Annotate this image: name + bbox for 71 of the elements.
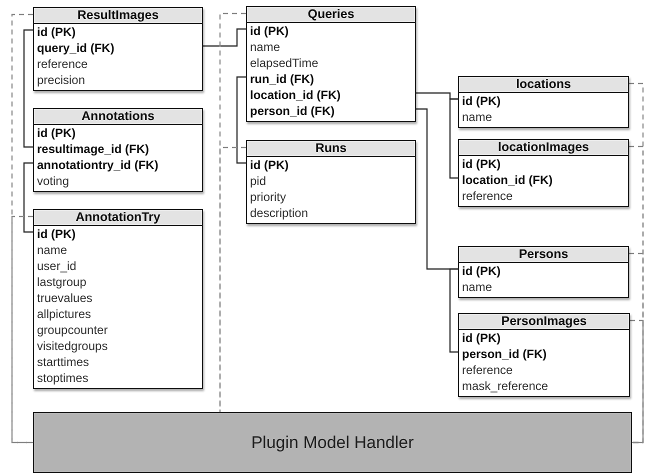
dashed-connector bbox=[219, 146, 246, 412]
key-field: id (PK) bbox=[247, 23, 415, 39]
key-field: id (PK) bbox=[459, 330, 629, 346]
table-title: Runs bbox=[247, 141, 415, 157]
table-title: Queries bbox=[247, 7, 415, 23]
table-field: name bbox=[247, 39, 415, 55]
key-field: id (PK) bbox=[34, 24, 202, 40]
dashed-connector bbox=[11, 14, 33, 444]
key-field: id (PK) bbox=[247, 157, 415, 173]
entity-table bbox=[33, 7, 203, 91]
table-field: name bbox=[459, 279, 628, 295]
table-field: allpictures bbox=[34, 306, 202, 322]
table-field: description bbox=[247, 205, 415, 221]
key-field: id (PK) bbox=[34, 125, 202, 141]
entity-table bbox=[246, 6, 416, 122]
key-field: location_id (FK) bbox=[459, 172, 628, 188]
component-box bbox=[33, 412, 632, 473]
key-field: person_id (FK) bbox=[247, 103, 415, 119]
table-field: precision bbox=[34, 72, 202, 88]
connector-line bbox=[23, 29, 33, 148]
entity-table bbox=[458, 76, 629, 128]
table-title: Persons bbox=[459, 247, 628, 263]
component-label: Plugin Model Handler bbox=[250, 432, 415, 452]
table-field: starttimes bbox=[34, 354, 202, 370]
table-field: stoptimes bbox=[34, 370, 202, 386]
table-field: reference bbox=[459, 188, 628, 204]
dashed-connector bbox=[630, 320, 644, 444]
table-field: truevalues bbox=[34, 290, 202, 306]
key-field: id (PK) bbox=[34, 226, 202, 242]
connector-line bbox=[449, 268, 458, 353]
key-field: id (PK) bbox=[459, 263, 628, 279]
table-field: priority bbox=[247, 189, 415, 205]
key-field: annotationtry_id (FK) bbox=[34, 157, 202, 173]
connector-line bbox=[23, 162, 33, 233]
connector-line bbox=[236, 76, 246, 164]
key-field: person_id (FK) bbox=[459, 346, 629, 362]
table-field: name bbox=[459, 109, 628, 125]
table-field: elapsedTime bbox=[247, 55, 415, 71]
entity-table bbox=[458, 313, 630, 397]
entity-table bbox=[33, 209, 203, 389]
table-field: pid bbox=[247, 173, 415, 189]
key-field: query_id (FK) bbox=[34, 40, 202, 56]
key-field: id (PK) bbox=[459, 93, 628, 109]
table-field: groupcounter bbox=[34, 322, 202, 338]
entity-table bbox=[33, 108, 203, 192]
key-field: id (PK) bbox=[459, 156, 628, 172]
table-field: reference bbox=[459, 362, 629, 378]
table-title: AnnotationTry bbox=[34, 210, 202, 226]
entity-table bbox=[458, 139, 629, 207]
table-field: visitedgroups bbox=[34, 338, 202, 354]
key-field: location_id (FK) bbox=[247, 87, 415, 103]
table-field: name bbox=[34, 242, 202, 258]
table-title: locationImages bbox=[459, 140, 628, 156]
dashed-connector bbox=[629, 252, 644, 444]
dashed-connector bbox=[629, 146, 644, 444]
connector-line bbox=[449, 98, 458, 179]
table-field: voting bbox=[34, 173, 202, 189]
entity-table bbox=[246, 140, 416, 224]
table-title: Annotations bbox=[34, 109, 202, 125]
table-field: user_id bbox=[34, 258, 202, 274]
connector-line bbox=[203, 28, 246, 47]
key-field: resultimage_id (FK) bbox=[34, 141, 202, 157]
key-field: run_id (FK) bbox=[247, 71, 415, 87]
entity-table bbox=[458, 246, 629, 298]
table-field: mask_reference bbox=[459, 378, 629, 394]
table-title: ResultImages bbox=[34, 8, 202, 24]
dashed-connector bbox=[11, 216, 33, 444]
table-field: lastgroup bbox=[34, 274, 202, 290]
table-field: reference bbox=[34, 56, 202, 72]
table-title: PersonImages bbox=[459, 314, 629, 330]
table-title: locations bbox=[459, 77, 628, 93]
